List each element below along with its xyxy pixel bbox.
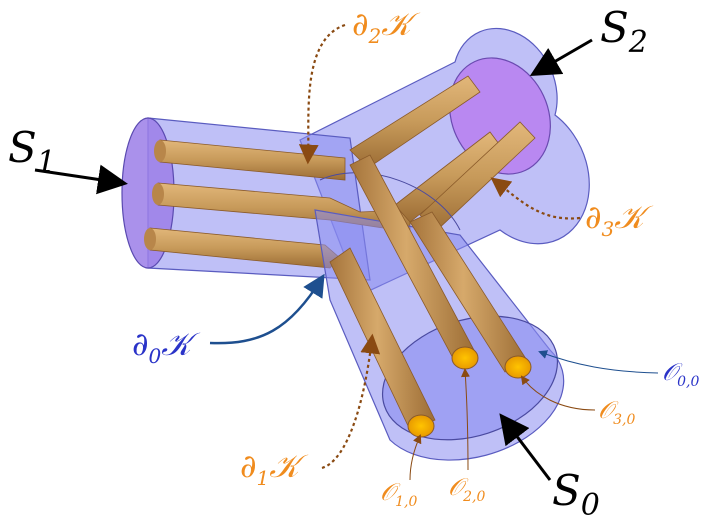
arrow-s2	[529, 38, 593, 77]
label-s2: S2	[600, 3, 648, 60]
label-o20: 𝒪2,0	[448, 473, 485, 505]
arrow-d0k	[209, 273, 325, 345]
arrow-d3k	[490, 177, 581, 220]
label-d2k: ∂2𝒦	[352, 5, 421, 48]
leader-o30	[520, 375, 596, 411]
opening-o30	[504, 355, 532, 379]
label-o10: 𝒪1,0	[380, 478, 417, 510]
arrow-d2k	[298, 23, 346, 165]
leader-o20	[460, 368, 470, 471]
label-d1k: ∂1𝒦	[240, 447, 309, 490]
leader-o00	[538, 350, 659, 374]
opening-o20	[451, 346, 479, 370]
label-o30: 𝒪3,0	[598, 396, 635, 428]
arrow-d1k	[321, 333, 381, 470]
arrow-s1	[34, 164, 128, 195]
leader-o10	[409, 434, 422, 481]
arrow-s0	[499, 413, 552, 481]
label-s1: S1	[8, 123, 56, 180]
label-d0k: ∂0𝒦	[132, 325, 201, 368]
opening-o10	[407, 414, 435, 438]
label-o00: 𝒪0,0	[662, 358, 699, 390]
tubes-s0	[329, 154, 532, 438]
tubes-s2	[349, 75, 536, 233]
label-d3k: ∂3𝒦	[585, 198, 654, 241]
label-s0: S0	[552, 466, 600, 523]
